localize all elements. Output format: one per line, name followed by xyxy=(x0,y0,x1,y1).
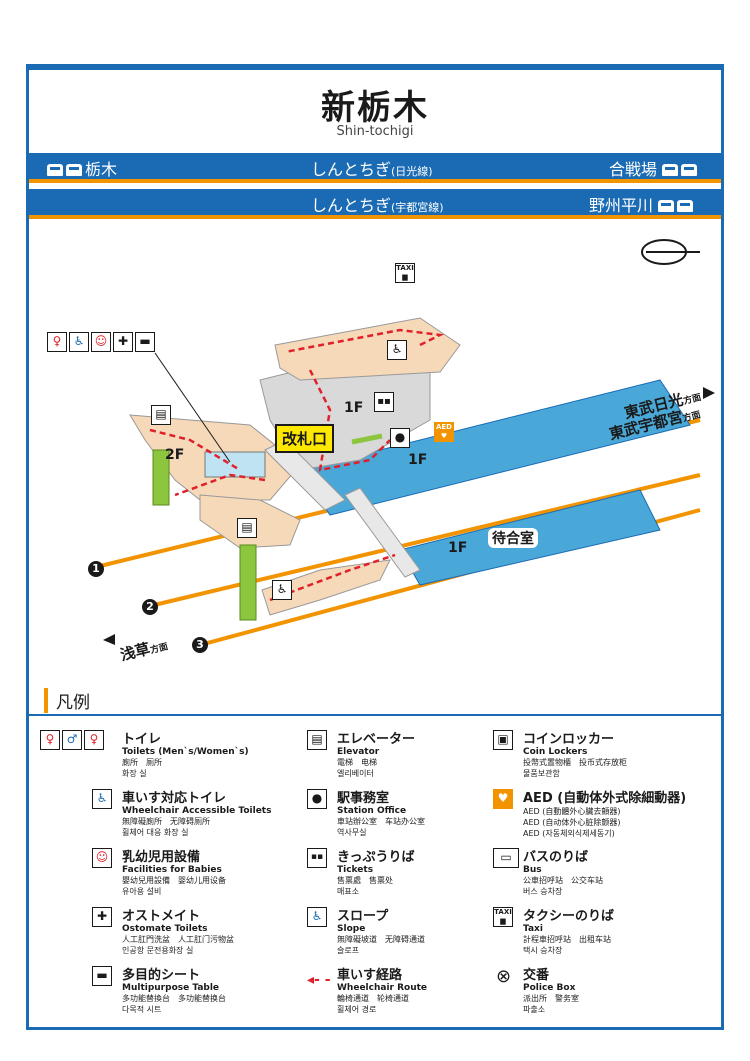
band-divider xyxy=(29,179,721,183)
baby-facility-icon: ☺ xyxy=(91,332,111,352)
train-icon xyxy=(66,164,82,176)
ramp-upper xyxy=(274,317,461,381)
track-number-3: 3 xyxy=(192,637,208,653)
toilet-icon: ♀ xyxy=(47,332,67,352)
map-frame xyxy=(26,64,724,1030)
legend-title: 凡例 xyxy=(44,688,90,713)
dest-left: 栃木 xyxy=(47,156,117,180)
wheelchair-toilet-icon: ♿ xyxy=(272,580,292,600)
station-office-icon: ● xyxy=(390,428,410,448)
wheelchair-toilet-icon: ♿ xyxy=(69,332,89,352)
waiting-room-label: 待合室 xyxy=(488,528,538,548)
floor-label-1f: 1F xyxy=(408,452,428,468)
station-office-icon: ● xyxy=(307,789,327,809)
wheelchair-toilet-icon: ♿ xyxy=(387,340,407,360)
dest-right: 合戦場 xyxy=(609,156,700,180)
coin-locker-icon: ▣ xyxy=(493,730,513,750)
wheelchair-route-2f xyxy=(174,473,266,497)
elevator-shaft-1 xyxy=(152,449,170,506)
toilet-women-icon: ♀ xyxy=(84,730,104,750)
arrow-right-icon xyxy=(703,387,715,399)
wheelchair-toilet-icon: ♿ xyxy=(92,789,112,809)
floor-label-2f: 2F xyxy=(165,447,185,463)
ramp-lower xyxy=(261,559,391,616)
station-name: 新栃木 xyxy=(321,88,429,128)
train-icon xyxy=(47,164,63,176)
bus-icon: ▭ xyxy=(493,848,519,868)
train-icon xyxy=(662,164,679,176)
track-number-2: 2 xyxy=(142,599,158,615)
elevator-shaft-2 xyxy=(239,544,257,621)
wheelchair-route-upper xyxy=(284,328,445,354)
floor-label-1f: 1F xyxy=(448,540,468,556)
station-name-en: Shin-tochigi xyxy=(336,124,414,139)
line-center-label: しんとちぎ(日光線) xyxy=(311,160,433,179)
train-icon xyxy=(677,200,694,212)
legend-divider xyxy=(29,714,721,716)
taxi-icon: TAXI▆ xyxy=(493,907,513,927)
line-center-label: しんとちぎ(宇都宮線) xyxy=(311,196,444,215)
elevator-icon: ▤ xyxy=(307,730,327,750)
ostomate-icon: ✚ xyxy=(113,332,133,352)
wheelchair-route-2f-b xyxy=(149,428,241,472)
tickets-icon: ▪▪ xyxy=(374,392,394,412)
facility-icon-group: ♀ ♿ ☺ ✚ ▬ xyxy=(47,332,155,352)
band-divider xyxy=(29,215,721,219)
station-map xyxy=(91,239,715,647)
track-number-1: 1 xyxy=(88,561,104,577)
multipurpose-table-icon: ▬ xyxy=(135,332,155,352)
wheelchair-route-icon: ◂- - xyxy=(307,972,331,988)
elevator-icon: ▤ xyxy=(237,518,257,538)
line-band-utsunomiya: しんとちぎ(宇都宮線) 野州平川 xyxy=(29,189,721,215)
ticket-gate-mark xyxy=(351,433,383,445)
leader-line xyxy=(154,352,231,463)
dest-right: 野州平川 xyxy=(589,192,696,216)
aed-icon: AED♥ xyxy=(434,422,454,442)
concourse-window xyxy=(204,451,266,478)
ostomate-icon: ✚ xyxy=(92,907,112,927)
train-icon xyxy=(681,164,698,176)
police-box-icon: ⊗ xyxy=(496,966,512,987)
tickets-icon: ▪▪ xyxy=(307,848,327,868)
aed-icon: ♥ xyxy=(493,789,513,809)
toilet-men-icon: ♂ xyxy=(62,730,82,750)
wheelchair-route-mid xyxy=(308,369,391,472)
ticket-gate-label: 改札口 xyxy=(275,424,335,453)
stairs-2 xyxy=(344,487,421,578)
slope-icon: ♿ xyxy=(307,907,327,927)
elevator-icon: ▤ xyxy=(151,405,171,425)
baby-facility-icon: ☺ xyxy=(92,848,112,868)
toilet-icon: ♀ xyxy=(40,730,60,750)
floor-label-1f: 1F xyxy=(344,400,364,416)
taxi-icon: TAXI▆ xyxy=(395,263,415,283)
multipurpose-table-icon: ▬ xyxy=(92,966,112,986)
line-band-nikko: 栃木 しんとちぎ(日光線) 合戦場 xyxy=(29,153,721,179)
arrow-left-icon xyxy=(103,634,115,645)
train-icon xyxy=(658,200,675,212)
